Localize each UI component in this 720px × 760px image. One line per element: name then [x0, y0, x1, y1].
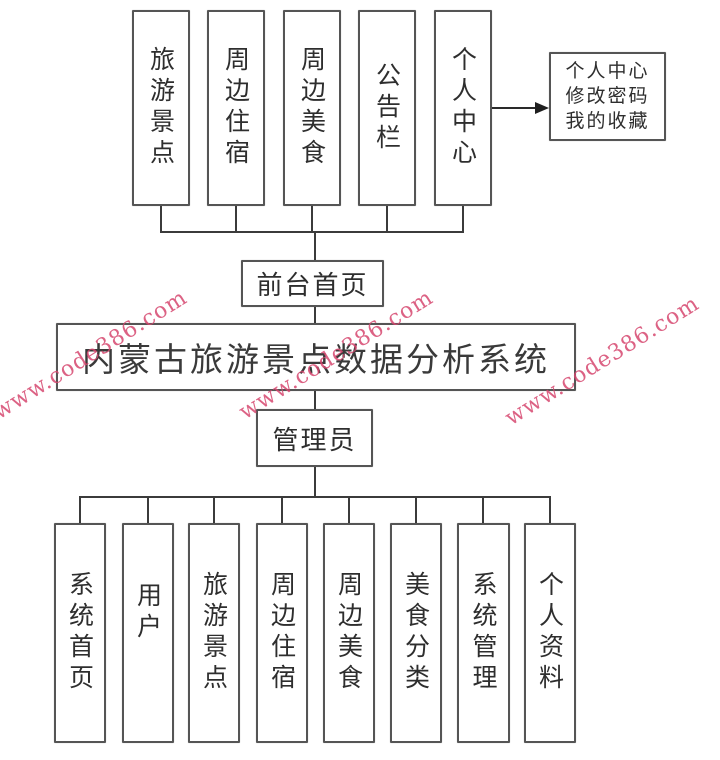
connector-trunk	[314, 391, 316, 410]
admin-module-food-category: 美食分类	[390, 523, 442, 743]
admin-module-nearby-food: 周边美食	[323, 523, 375, 743]
connector-line	[213, 496, 215, 524]
module-label: 周边住宿	[221, 46, 251, 170]
connector-line	[147, 496, 149, 524]
connector-line	[549, 496, 551, 524]
module-label: 个人中心	[448, 46, 478, 170]
system-title: 内蒙古旅游景点数据分析系统	[82, 340, 550, 379]
submenu-item-my-favorites: 我的收藏	[565, 110, 650, 132]
frontend-module-bulletin-board: 公告栏	[358, 10, 416, 206]
connector-line	[79, 496, 81, 524]
connector-line	[415, 496, 417, 524]
admin-node: 管理员	[256, 409, 373, 467]
frontend-module-nearby-lodging: 周边住宿	[207, 10, 265, 206]
frontend-home-label: 前台首页	[256, 271, 369, 301]
module-label: 周边美食	[297, 46, 327, 170]
frontend-module-nearby-food: 周边美食	[283, 10, 341, 206]
connector-line	[281, 496, 283, 524]
connector-line	[482, 496, 484, 524]
frontend-module-scenic-spots: 旅游景点	[132, 10, 190, 206]
connector-line	[386, 206, 388, 233]
module-label: 系统管理	[469, 571, 498, 695]
module-label: 美食分类	[401, 571, 431, 695]
connector-line	[311, 206, 313, 233]
submenu-item-change-password: 修改密码	[565, 85, 650, 107]
admin-module-scenic-spots: 旅游景点	[188, 523, 240, 743]
connector-line	[235, 206, 237, 233]
module-label: 旅游景点	[199, 571, 229, 695]
connector-trunk	[314, 467, 316, 497]
admin-module-system-management: 系统管理	[457, 523, 510, 743]
module-label: 周边美食	[334, 571, 364, 695]
arrowhead-icon	[535, 102, 549, 114]
connector-bus-bottom	[79, 496, 551, 498]
connector-trunk	[314, 231, 316, 261]
module-label: 旅游景点	[146, 46, 176, 170]
module-label: 周边住宿	[267, 571, 297, 695]
admin-module-system-home: 系统首页	[54, 523, 106, 743]
frontend-module-personal-center: 个人中心	[434, 10, 492, 206]
module-label: 个人资料	[535, 571, 565, 695]
personal-center-submenu: 个人中心 修改密码 我的收藏	[549, 52, 666, 141]
submenu-item-personal-center: 个人中心	[565, 60, 650, 82]
admin-label: 管理员	[272, 425, 357, 456]
admin-module-users: 用户	[122, 523, 174, 743]
module-label: 公告栏	[372, 61, 402, 155]
connector-line	[348, 496, 350, 524]
connector-line	[462, 206, 464, 233]
frontend-home-node: 前台首页	[241, 260, 384, 307]
module-label: 系统首页	[65, 571, 95, 695]
connector-trunk	[314, 307, 316, 324]
admin-module-personal-profile: 个人资料	[524, 523, 576, 743]
module-label: 用户	[133, 582, 163, 644]
system-title-node: 内蒙古旅游景点数据分析系统	[56, 323, 576, 391]
connector-line	[160, 206, 162, 233]
connector-bus-top	[160, 231, 464, 233]
admin-module-nearby-lodging: 周边住宿	[256, 523, 308, 743]
